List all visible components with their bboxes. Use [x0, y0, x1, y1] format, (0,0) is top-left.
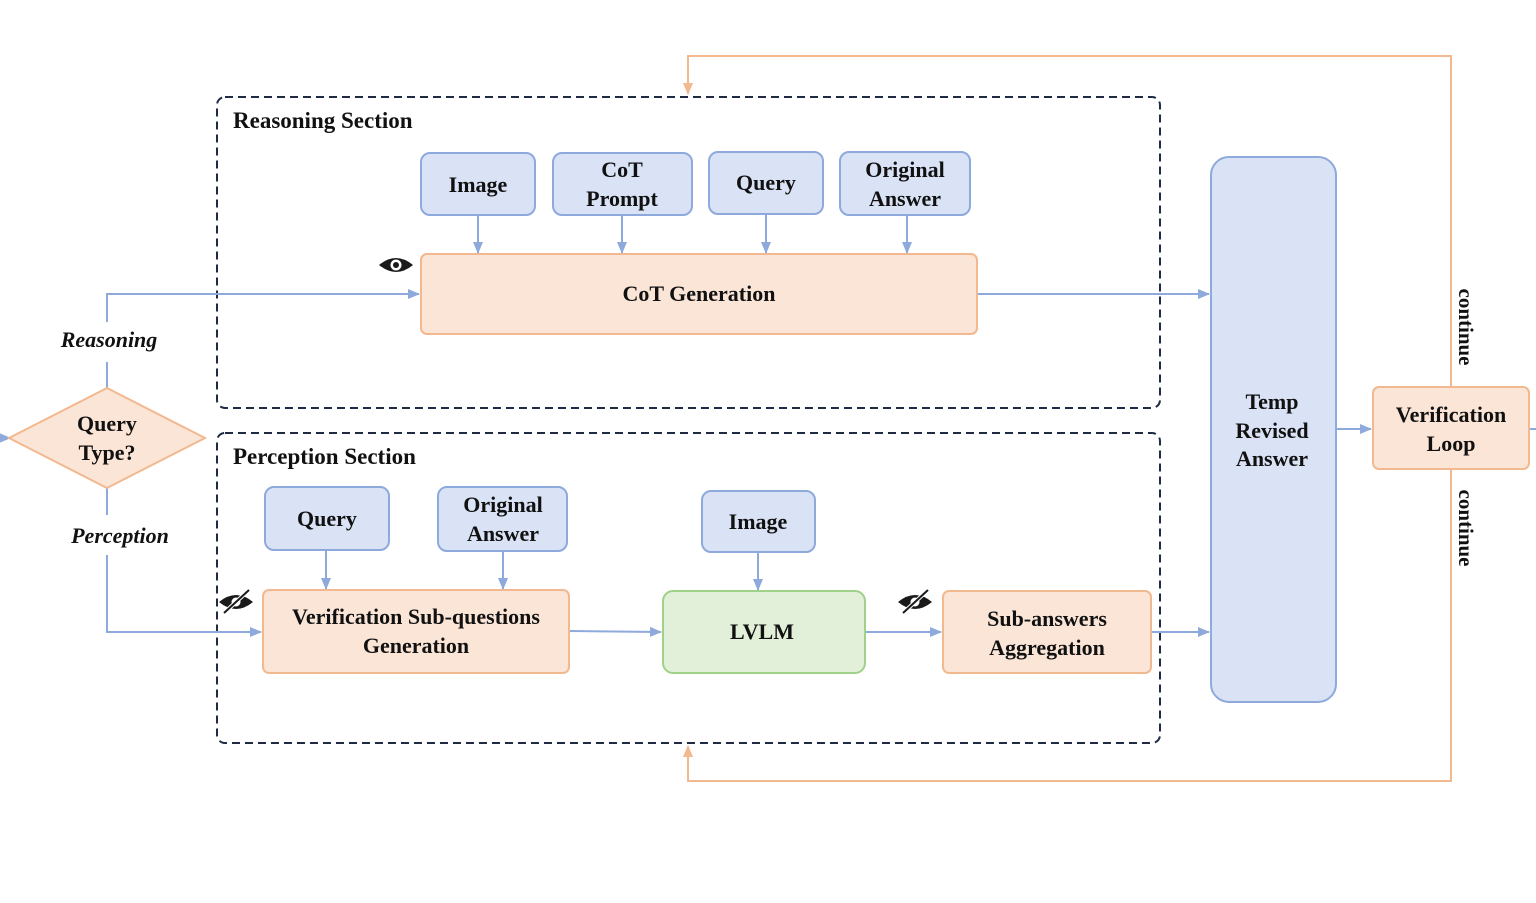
perception-input-original-answer: Original Answer — [437, 486, 568, 552]
continue-label-bottom: continue — [1454, 489, 1478, 566]
eye-icon — [379, 258, 413, 272]
svg-text:Temp: Temp — [1246, 389, 1299, 414]
svg-text:Answer: Answer — [467, 521, 539, 546]
loop-connectors — [683, 55, 1452, 782]
aggregation-box: Sub-answers Aggregation — [942, 590, 1152, 674]
verification-loop-box: Verification Loop — [1372, 386, 1530, 470]
svg-text:Query: Query — [736, 170, 796, 195]
reasoning-input-original-answer: Original Answer — [839, 151, 971, 216]
svg-text:Verification: Verification — [1396, 402, 1506, 427]
svg-text:Verification Sub-questions: Verification Sub-questions — [292, 604, 540, 629]
reasoning-input-image: Image — [420, 152, 536, 216]
svg-text:Answer: Answer — [1236, 446, 1308, 471]
loop-arrow-bottom — [683, 470, 1452, 782]
svg-text:CoT Generation: CoT Generation — [623, 281, 776, 306]
reasoning-branch-label: Reasoning — [60, 327, 158, 352]
svg-text:Query: Query — [297, 506, 357, 531]
svg-text:Original: Original — [865, 157, 944, 182]
reasoning-section-title: Reasoning Section — [233, 108, 413, 133]
continue-label-top: continue — [1454, 288, 1478, 365]
svg-text:Image: Image — [449, 172, 508, 197]
perception-section-title: Perception Section — [233, 444, 416, 469]
reasoning-input-query: Query — [708, 151, 824, 215]
perception-input-query: Query — [264, 486, 390, 551]
svg-text:Answer: Answer — [869, 186, 941, 211]
svg-text:Original: Original — [463, 492, 542, 517]
svg-text:Sub-answers: Sub-answers — [987, 606, 1107, 631]
decision-label-line1: Query — [77, 411, 137, 436]
perception-input-image: Image — [701, 490, 816, 553]
perception-branch-label: Perception — [70, 523, 169, 548]
svg-text:Loop: Loop — [1427, 431, 1476, 456]
subquestion-generation-box: Verification Sub-questions Generation — [262, 589, 570, 674]
cot-generation-box: CoT Generation — [420, 253, 978, 335]
reasoning-input-cot-prompt: CoT Prompt — [552, 152, 693, 216]
svg-text:Aggregation: Aggregation — [989, 635, 1105, 660]
arrow-subq-to-lvlm — [568, 626, 662, 637]
decision-label-line2: Type? — [78, 440, 135, 465]
svg-text:Generation: Generation — [363, 633, 469, 658]
perception-section-border — [216, 432, 1161, 744]
reasoning-branch-arrow — [106, 294, 419, 388]
lvlm-box: LVLM — [662, 590, 866, 674]
svg-text:Revised: Revised — [1235, 418, 1308, 443]
reasoning-section-border — [216, 96, 1161, 409]
eye-slash-icon — [219, 588, 253, 615]
loop-arrow-top — [683, 55, 1452, 387]
temp-revised-answer-box: Temp Revised Answer — [1210, 156, 1337, 703]
eye-slash-icon-aggregation — [898, 588, 932, 615]
svg-text:Image: Image — [729, 509, 788, 534]
perception-branch-arrow — [106, 488, 261, 632]
flow-arrows — [0, 215, 1536, 632]
svg-text:Prompt: Prompt — [586, 186, 658, 211]
svg-text:LVLM: LVLM — [730, 619, 794, 644]
svg-text:CoT: CoT — [601, 157, 643, 182]
query-type-decision: Query Type? — [6, 386, 208, 490]
